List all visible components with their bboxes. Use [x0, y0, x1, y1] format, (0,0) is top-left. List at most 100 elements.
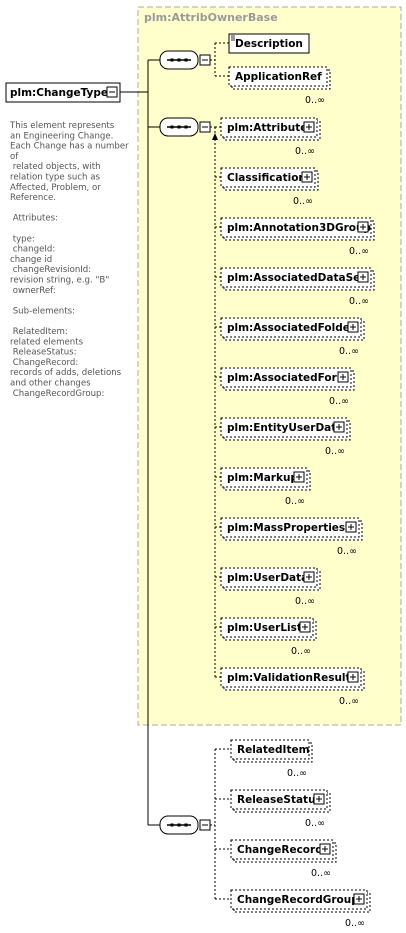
expand-icon[interactable]	[357, 271, 369, 283]
documentation-icon	[231, 35, 235, 41]
element-label: plm:AssociatedFolder	[227, 322, 356, 334]
collapse-icon[interactable]	[199, 54, 211, 66]
doc-line: records of adds, deletions	[10, 368, 122, 378]
element-label: ApplicationRef	[235, 71, 322, 83]
root-element-change-type[interactable]: plm:ChangeType	[5, 82, 121, 103]
element-label: Classification	[227, 172, 306, 184]
child-elements: DescriptionApplicationRef0..∞plm:Attribu…	[210, 33, 375, 929]
expand-icon[interactable]	[353, 893, 365, 905]
expand-icon[interactable]	[357, 221, 369, 233]
element-classification[interactable]: Classification 0..∞	[220, 167, 319, 207]
element-applicationref[interactable]: ApplicationRef 0..∞	[228, 66, 331, 106]
expand-icon[interactable]	[319, 843, 331, 855]
element-label: plm:Attribute	[227, 122, 307, 134]
collapse-icon[interactable]	[199, 121, 211, 133]
doc-line: relation type such as	[10, 173, 101, 183]
collapse-icon[interactable]	[106, 86, 118, 98]
root-connectors	[120, 59, 160, 826]
element-attribute[interactable]: plm:Attribute 0..∞	[220, 117, 321, 157]
element-description[interactable]: Description	[228, 33, 310, 54]
element-label: plm:AssociatedForm	[227, 372, 348, 384]
cardinality-label: 0..∞	[293, 196, 313, 207]
doc-line: related objects, with	[10, 162, 101, 172]
expand-icon[interactable]	[347, 321, 359, 333]
doc-line: changeId:	[10, 245, 55, 255]
doc-line: and other changes	[10, 379, 91, 389]
element-associatedform[interactable]: plm:AssociatedForm 0..∞	[220, 367, 355, 407]
expand-icon[interactable]	[347, 671, 359, 683]
doc-line: Reference.	[10, 193, 56, 203]
element-label: plm:AssociatedDataSet	[227, 272, 365, 284]
element-label: ChangeRecord	[237, 844, 323, 856]
doc-line: type:	[10, 234, 35, 244]
element-annotation3dgroup[interactable]: plm:Annotation3DGroup 0..∞	[220, 217, 375, 257]
expand-icon[interactable]	[303, 571, 315, 583]
element-label: plm:Annotation3DGroup	[227, 222, 371, 234]
doc-line: Each Change has a number	[10, 142, 129, 152]
sequence-compositor-3[interactable]	[159, 815, 211, 835]
element-label: plm:UserData	[227, 572, 308, 584]
cardinality-label: 0..∞	[295, 146, 315, 157]
cardinality-label: 0..∞	[349, 246, 369, 257]
group-title: plm:AttribOwnerBase	[144, 11, 278, 24]
doc-line: Attributes:	[10, 214, 58, 224]
doc-line: an Engineering Change.	[10, 131, 113, 141]
doc-line: ownerRef:	[10, 286, 56, 296]
element-label: plm:UserList	[227, 622, 302, 634]
cardinality-label: 0..∞	[345, 918, 365, 929]
sequence-compositor-1[interactable]	[159, 50, 211, 70]
cardinality-label: 0..∞	[305, 95, 325, 106]
cardinality-label: 0..∞	[339, 696, 359, 707]
element-validationresults[interactable]: plm:ValidationResults 0..∞	[220, 667, 365, 707]
cardinality-label: 0..∞	[349, 296, 369, 307]
collapse-icon[interactable]	[199, 819, 211, 831]
element-label: plm:ValidationResults	[227, 672, 357, 684]
expand-icon[interactable]	[345, 521, 357, 533]
expand-icon[interactable]	[333, 421, 345, 433]
doc-line: ChangeRecordGroup:	[10, 389, 104, 399]
cardinality-label: 0..∞	[285, 496, 305, 507]
element-label: RelatedItem	[237, 744, 310, 756]
expand-icon[interactable]	[303, 121, 315, 133]
cardinality-label: 0..∞	[295, 596, 315, 607]
expand-icon[interactable]	[301, 171, 313, 183]
doc-line: ChangeRecord:	[10, 358, 78, 368]
cardinality-label: 0..∞	[305, 818, 325, 829]
doc-line: Sub-elements:	[10, 306, 75, 316]
root-element-label: plm:ChangeType	[10, 87, 108, 99]
element-releasestatus[interactable]: ReleaseStatus 0..∞	[230, 789, 331, 829]
doc-line: of	[10, 152, 19, 162]
expand-icon[interactable]	[313, 793, 325, 805]
sequence-compositor-2[interactable]	[159, 117, 211, 137]
doc-line: RelatedItem:	[10, 327, 68, 337]
expand-icon[interactable]	[299, 621, 311, 633]
doc-line: ReleaseStatus:	[10, 348, 77, 358]
attrib-owner-base-group: plm:AttribOwnerBase	[137, 6, 402, 726]
element-associateddataset[interactable]: plm:AssociatedDataSet 0..∞	[220, 267, 375, 307]
cardinality-label: 0..∞	[287, 768, 307, 779]
doc-line: changeRevisionId:	[10, 265, 91, 275]
cardinality-label: 0..∞	[329, 396, 349, 407]
expand-icon[interactable]	[293, 471, 305, 483]
expand-icon[interactable]	[337, 371, 349, 383]
element-relateditem[interactable]: RelatedItem 0..∞	[230, 739, 313, 779]
element-label: ReleaseStatus	[237, 794, 322, 806]
doc-line: Affected, Problem, or	[10, 183, 101, 193]
sequence-compositors	[159, 50, 211, 835]
doc-line: This element represents	[9, 121, 115, 131]
element-changerecordgroup[interactable]: ChangeRecordGroup 0..∞	[230, 889, 371, 929]
doc-line: change id	[10, 255, 52, 265]
element-userdata[interactable]: plm:UserData 0..∞	[220, 567, 321, 607]
element-label: ChangeRecordGroup	[237, 894, 359, 906]
cardinality-label: 0..∞	[311, 868, 331, 879]
element-label: plm:MassProperties	[227, 522, 345, 534]
element-changerecord[interactable]: ChangeRecord 0..∞	[230, 839, 337, 879]
element-label: plm:EntityUserData	[227, 422, 343, 434]
